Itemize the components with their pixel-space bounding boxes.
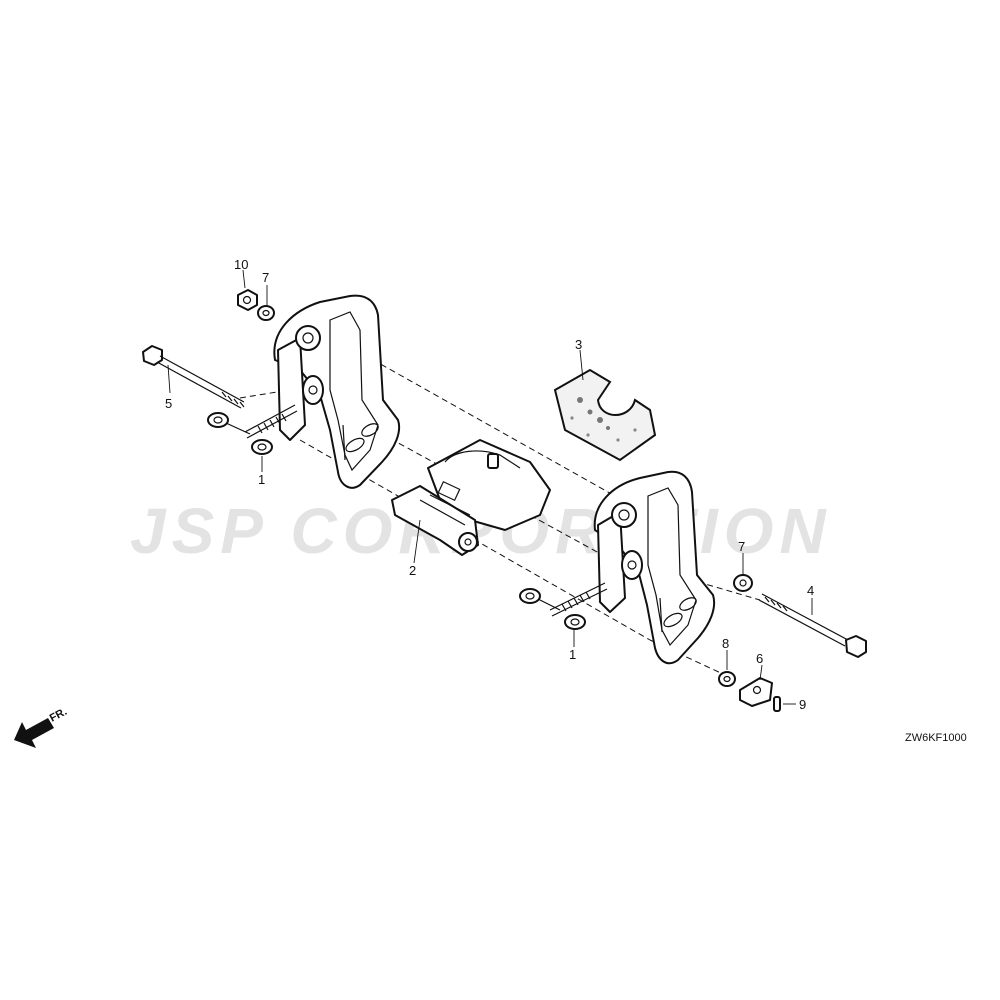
nut-part-10	[237, 289, 258, 311]
clamp-screw-part-1-right	[519, 582, 608, 630]
right-clamp-bracket	[593, 470, 716, 665]
callout-8: 8	[722, 636, 729, 651]
pin-part-9	[773, 696, 781, 712]
swivel-bracket-part-2	[391, 439, 551, 556]
left-clamp-bracket	[273, 294, 401, 489]
callout-9: 9	[799, 697, 806, 712]
washer-part-8	[718, 671, 736, 687]
callout-1-left: 1	[258, 472, 265, 487]
washer-part-7-lower	[733, 574, 753, 592]
clamp-screw-part-1-left	[207, 404, 298, 455]
front-direction-arrow: FR.	[14, 706, 69, 748]
leader-lines	[167, 269, 813, 705]
diagram-code: ZW6KF1000	[905, 732, 967, 744]
callout-7-upper: 7	[262, 270, 269, 285]
callout-2: 2	[409, 563, 416, 578]
callouts: 10 7 5 1 2 3 7 4 1 8 6 9	[165, 257, 814, 712]
callout-5: 5	[165, 396, 172, 411]
callout-10: 10	[234, 257, 248, 272]
callout-7-lower: 7	[738, 539, 745, 554]
bolt-part-4	[758, 593, 867, 658]
washer-part-7-upper	[257, 305, 275, 321]
front-label: FR.	[48, 706, 69, 725]
callout-3: 3	[575, 337, 582, 352]
bolt-part-5	[142, 345, 245, 409]
callout-1-right: 1	[569, 647, 576, 662]
lock-lever-part-6	[739, 677, 773, 707]
speckled-block-part-3	[553, 368, 657, 462]
callout-6: 6	[756, 651, 763, 666]
callout-4: 4	[807, 583, 814, 598]
